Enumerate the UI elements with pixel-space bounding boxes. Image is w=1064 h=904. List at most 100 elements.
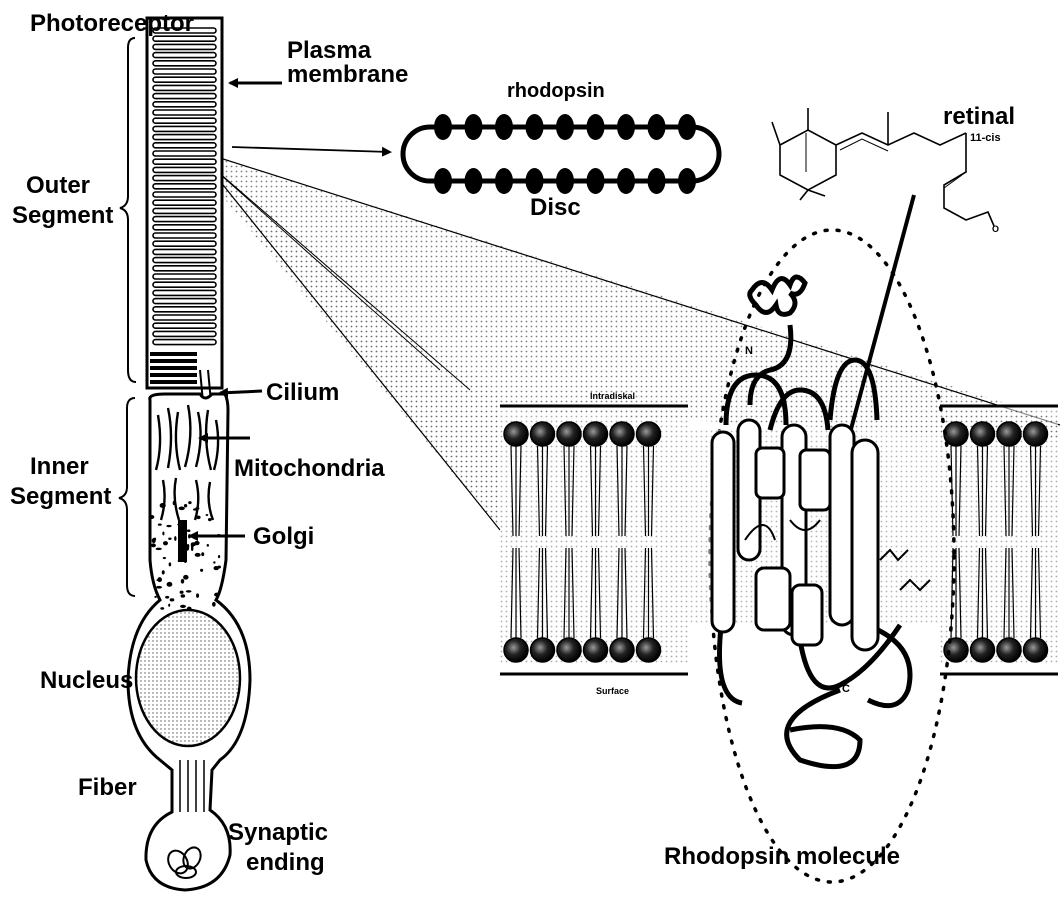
- speckle: [177, 524, 181, 526]
- cilium-arrow: [220, 391, 262, 393]
- disc-membrane: [153, 135, 216, 140]
- speckle: [186, 590, 192, 592]
- lipid-head-top: [610, 422, 634, 446]
- helix-4: [830, 425, 854, 625]
- lipid-head-bottom: [637, 638, 661, 662]
- speckle: [156, 586, 162, 589]
- speckle: [180, 591, 184, 594]
- disc-membrane: [153, 44, 216, 49]
- rhodopsin-protein-top: [587, 114, 605, 140]
- mitochondria-label: Mitochondria: [234, 455, 385, 482]
- inner-segment-bracket: [119, 398, 135, 596]
- disc-membrane: [153, 94, 216, 99]
- lipid-head-top: [1024, 422, 1048, 446]
- lipid-head-bottom: [557, 638, 581, 662]
- photoreceptor-cell: [128, 18, 250, 890]
- cilium-label: Cilium: [266, 379, 339, 406]
- disc-membrane: [153, 266, 216, 271]
- speckle: [195, 553, 201, 557]
- outer-segment-label-1: Outer: [26, 172, 90, 199]
- speckle: [154, 596, 156, 598]
- lipid-head-bottom: [997, 638, 1021, 662]
- lipid-head-top: [531, 422, 555, 446]
- disc-membrane: [153, 85, 216, 90]
- disc-label: Disc: [530, 194, 581, 221]
- speckle: [218, 566, 221, 569]
- disc-membrane: [153, 217, 216, 222]
- speckle: [180, 560, 186, 562]
- speckle: [196, 593, 199, 597]
- speckle: [158, 523, 162, 525]
- rhodopsin-label: rhodopsin: [507, 80, 605, 102]
- disc-membrane: [153, 282, 216, 287]
- disc-membrane: [153, 118, 216, 123]
- disc-membrane: [153, 233, 216, 238]
- rhodopsin-protein-top: [648, 114, 666, 140]
- lipid-head-top: [971, 422, 995, 446]
- disc-membrane: [153, 192, 216, 197]
- rhodopsin-protein-top: [526, 114, 544, 140]
- speckle: [149, 515, 154, 519]
- speckle: [183, 526, 187, 530]
- disc-membrane: [153, 69, 216, 74]
- disc-membrane: [153, 315, 216, 320]
- speckle: [167, 582, 173, 587]
- retinal-isomer-label: 11-cis: [970, 132, 1001, 144]
- speckle: [168, 604, 170, 607]
- golgi-label: Golgi: [253, 523, 314, 550]
- helix-7-top: [800, 450, 830, 510]
- synaptic-ending-label-1: Synaptic: [228, 819, 328, 846]
- disc-membrane: [153, 200, 216, 205]
- speckle: [218, 555, 220, 558]
- rhodopsin-protein-top: [678, 114, 696, 140]
- rhodopsin-protein-bottom: [678, 168, 696, 194]
- speckle: [200, 569, 203, 572]
- speckle: [191, 546, 193, 551]
- speckle: [151, 543, 156, 547]
- rhodopsin-protein-bottom: [648, 168, 666, 194]
- nucleus-label: Nucleus: [40, 667, 133, 694]
- helix-5: [852, 440, 878, 650]
- disc-membrane: [153, 340, 216, 345]
- plasma-membrane-label-2: membrane: [287, 61, 408, 88]
- disc-membrane: [153, 249, 216, 254]
- intradiskal-label: Intradiskal: [590, 391, 635, 401]
- n-terminus-label: N: [745, 345, 753, 357]
- speckle: [214, 593, 219, 597]
- speckle: [160, 607, 164, 610]
- disc-stack: [150, 28, 216, 384]
- disc-membrane: [153, 208, 216, 213]
- lipid-head-bottom: [1024, 638, 1048, 662]
- speckle: [194, 541, 199, 545]
- disc-membrane: [153, 143, 216, 148]
- lipid-head-top: [557, 422, 581, 446]
- lipid-head-bottom: [610, 638, 634, 662]
- speckle: [187, 529, 191, 532]
- speckle: [179, 539, 183, 544]
- outer-segment-bracket: [120, 38, 136, 382]
- rhodopsin-protein-bottom: [495, 168, 513, 194]
- rhodopsin-protein-bottom: [587, 168, 605, 194]
- disc-membrane: [153, 274, 216, 279]
- rhodopsin-molecule-label: Rhodopsin molecule: [664, 843, 900, 870]
- aldehyde-o-label: O: [992, 224, 999, 234]
- inner-segment-label-2: Segment: [10, 483, 111, 510]
- surface-label: Surface: [596, 686, 629, 696]
- nucleus-shape: [136, 610, 240, 746]
- helix-7-bottom: [792, 585, 822, 645]
- disc-membrane: [153, 323, 216, 328]
- speckle: [173, 501, 175, 505]
- disc-membrane: [153, 151, 216, 156]
- speckle: [184, 504, 187, 507]
- disc-arrow: [232, 147, 390, 152]
- speckle: [201, 552, 204, 556]
- speckle: [174, 536, 176, 541]
- right-bilayer: [940, 405, 1058, 674]
- segment-brackets: [119, 38, 136, 596]
- speckle: [213, 561, 215, 563]
- rhodopsin-protein-bottom: [556, 168, 574, 194]
- helix-6-top: [756, 448, 784, 498]
- speckle: [157, 577, 162, 582]
- lipid-head-bottom: [971, 638, 995, 662]
- speckle: [181, 594, 186, 597]
